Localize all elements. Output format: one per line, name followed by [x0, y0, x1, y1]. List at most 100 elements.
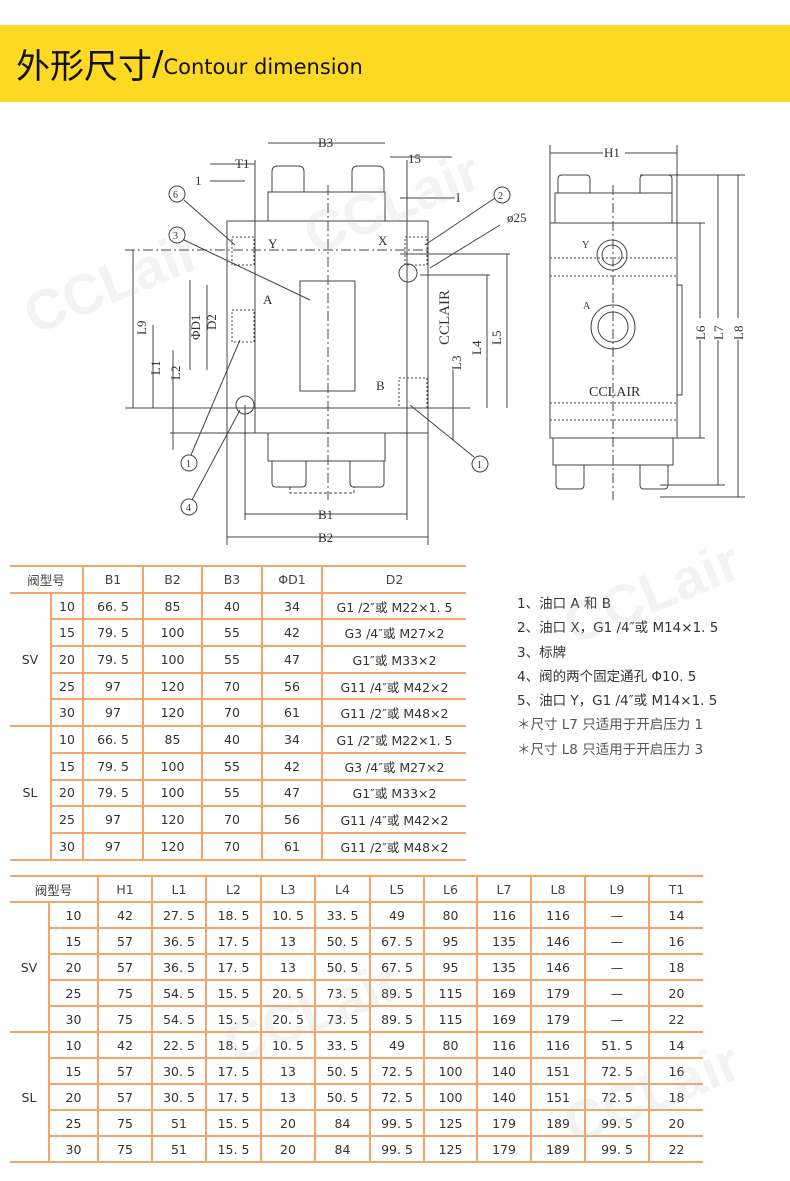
table-cell: 57 [97, 927, 153, 955]
table-cell: 50. 5 [314, 927, 371, 955]
table-cell: 51. 5 [584, 1031, 650, 1059]
dim-d1: ΦD1 [188, 315, 203, 340]
table-cell: 116 [530, 1031, 586, 1059]
column-header: 阀型号 [10, 565, 84, 594]
table-cell: 169 [476, 979, 532, 1007]
table-cell: 17. 5 [205, 1057, 262, 1085]
table-cell: 135 [476, 953, 532, 981]
dim-15: 15 [408, 151, 421, 166]
port-y-label: Y [268, 236, 278, 251]
model-size: 15 [51, 751, 84, 781]
front-brand: CCLAIR [437, 290, 453, 345]
model-size: 30 [49, 1135, 99, 1163]
table-cell: 99. 5 [584, 1109, 650, 1137]
column-header: B3 [201, 565, 263, 594]
dim-l8: L8 [731, 326, 746, 340]
table-cell: 22 [648, 1005, 703, 1033]
table-cell: 100 [142, 645, 203, 674]
table-cell: 72. 5 [369, 1083, 425, 1111]
table-cell: 70 [201, 671, 263, 701]
table-cell: 30. 5 [151, 1057, 207, 1085]
dim-l7: L7 [711, 325, 726, 340]
table-cell: 30. 5 [151, 1083, 207, 1111]
table-cell: 22 [648, 1135, 703, 1163]
callout-2: 2 [498, 191, 503, 202]
dim-h1: H1 [604, 145, 620, 160]
dim-1-left: 1 [195, 173, 202, 188]
table-cell: 100 [423, 1083, 478, 1111]
table-cell: 97 [82, 831, 144, 861]
table-cell: 51 [151, 1109, 207, 1137]
table-cell: 151 [530, 1057, 586, 1085]
table-cell: 27. 5 [151, 901, 207, 929]
table-cell: — [584, 979, 650, 1007]
table-cell: 189 [530, 1109, 586, 1137]
table-cell: 54. 5 [151, 1005, 207, 1033]
column-header: B1 [82, 565, 144, 594]
table-cell: 95 [423, 927, 478, 955]
column-header: D2 [321, 565, 466, 594]
table-cell: 54. 5 [151, 979, 207, 1007]
table-cell: G1 /2″或 M22×1. 5 [321, 591, 466, 621]
table-cell: 120 [142, 698, 203, 728]
table-cell: G11 /2″或 M48×2 [321, 698, 466, 728]
model-size: 25 [51, 805, 84, 834]
model-size: 30 [51, 831, 84, 861]
table-cell: 97 [82, 671, 144, 701]
section-title-en: Contour dimension [163, 54, 363, 79]
table-cell: 79. 5 [82, 751, 144, 781]
table-cell: G1″或 M33×2 [321, 645, 466, 674]
table-cell: 15. 5 [205, 1135, 262, 1163]
table-cell: 125 [423, 1135, 478, 1163]
table-cell: 189 [530, 1135, 586, 1163]
note-item: 4、阀的两个固定通孔 Φ10. 5 [517, 668, 697, 685]
callout-1-right: 1 [477, 460, 482, 471]
table-cell: G1″或 M33×2 [321, 778, 466, 808]
port-x-label: X [378, 233, 388, 248]
table-cell: — [584, 927, 650, 955]
table-cell: 116 [530, 901, 586, 929]
table-cell: 14 [648, 901, 703, 929]
table-cell: 57 [97, 953, 153, 981]
table-cell: 73. 5 [314, 979, 371, 1007]
table-cell: 70 [201, 698, 263, 728]
dim-b1: B1 [318, 507, 333, 522]
table-cell: 15. 5 [205, 1005, 262, 1033]
table-cell: 115 [423, 979, 478, 1007]
table-cell: 100 [142, 618, 203, 648]
table-cell: 61 [261, 831, 323, 861]
model-size: 20 [51, 645, 84, 674]
table-cell: 85 [142, 725, 203, 754]
table-cell: 13 [260, 1083, 316, 1111]
model-size: 25 [49, 979, 99, 1007]
table-cell: 116 [476, 1031, 532, 1059]
table-cell: 97 [82, 805, 144, 834]
section-title-zh: 外形尺寸 [16, 47, 152, 87]
model-size: 10 [48, 1031, 99, 1059]
dim-b3: B3 [318, 135, 333, 150]
column-header: L9 [584, 875, 650, 903]
table-cell: 100 [142, 778, 203, 808]
table-cell: 120 [142, 831, 203, 861]
column-header: T1 [648, 875, 703, 903]
table-cell: G11 /4″或 M42×2 [321, 671, 466, 701]
table-cell: 120 [142, 805, 203, 834]
table-cell: 22. 5 [151, 1031, 207, 1059]
column-header: L3 [260, 875, 316, 903]
table-cell: 10. 5 [260, 901, 316, 929]
model-size: 10 [48, 901, 99, 929]
model-size: 15 [49, 927, 99, 955]
front-view [125, 142, 511, 545]
legend-notes: 1、油口 A 和 B 2、油口 X，G1 /4″或 M14×1. 5 3、标牌 … [517, 592, 718, 762]
table-cell: 67. 5 [369, 953, 425, 981]
column-header: L4 [314, 875, 371, 903]
table-cell: 66. 5 [82, 591, 144, 621]
